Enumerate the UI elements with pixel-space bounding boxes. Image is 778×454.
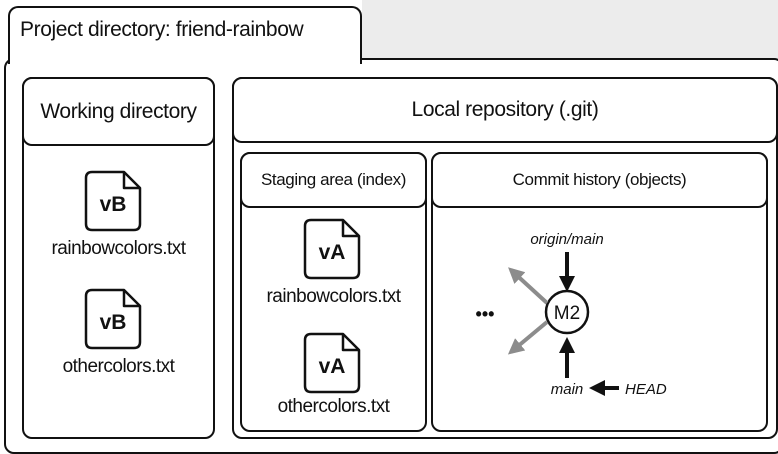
commit-label-m2: M2 [554, 303, 580, 324]
local-repository-title: Local repository (.git) [411, 98, 599, 121]
commit-node-m2 [544, 289, 590, 335]
commit-history-header: Commit history (objects) [431, 152, 768, 208]
project-directory-title: Project directory: friend-rainbow [20, 18, 304, 41]
commit-graph: origin/main M2 ••• main HEAD [476, 231, 667, 398]
project-directory-tab: Project directory: friend-rainbow [8, 6, 362, 64]
parent-arrow-down [507, 320, 549, 355]
file-version-wd-other: vB [100, 311, 127, 334]
file-icon-wd-rainbow: vB [84, 170, 142, 232]
head-label: HEAD [625, 381, 667, 398]
file-name-staged-other: othercolors.txt [277, 396, 390, 417]
file-icon-staged-other: vA [303, 332, 361, 394]
file-version-staged-rainbow: vA [319, 241, 346, 264]
commit-history-title: Commit history (objects) [512, 170, 687, 189]
staging-area-title: Staging area (index) [260, 170, 407, 189]
staging-area-header: Staging area (index) [240, 152, 427, 208]
file-name-staged-rainbow: rainbowcolors.txt [266, 286, 401, 307]
main-label: main [551, 381, 584, 398]
file-name-wd-rainbow: rainbowcolors.txt [51, 238, 186, 259]
file-icon-wd-other: vB [84, 288, 142, 350]
origin-main-label: origin/main [530, 231, 603, 248]
file-name-wd-other: othercolors.txt [62, 356, 175, 377]
background-strip [362, 0, 778, 59]
file-version-staged-other: vA [319, 355, 346, 378]
parent-arrow-up [508, 267, 549, 305]
ellipsis: ••• [476, 304, 495, 324]
local-repository-header: Local repository (.git) [232, 77, 778, 143]
working-directory-header: Working directory [22, 77, 215, 146]
working-directory-title: Working directory [40, 99, 197, 123]
file-icon-staged-rainbow: vA [303, 218, 361, 280]
file-version-wd-rainbow: vB [100, 193, 127, 216]
